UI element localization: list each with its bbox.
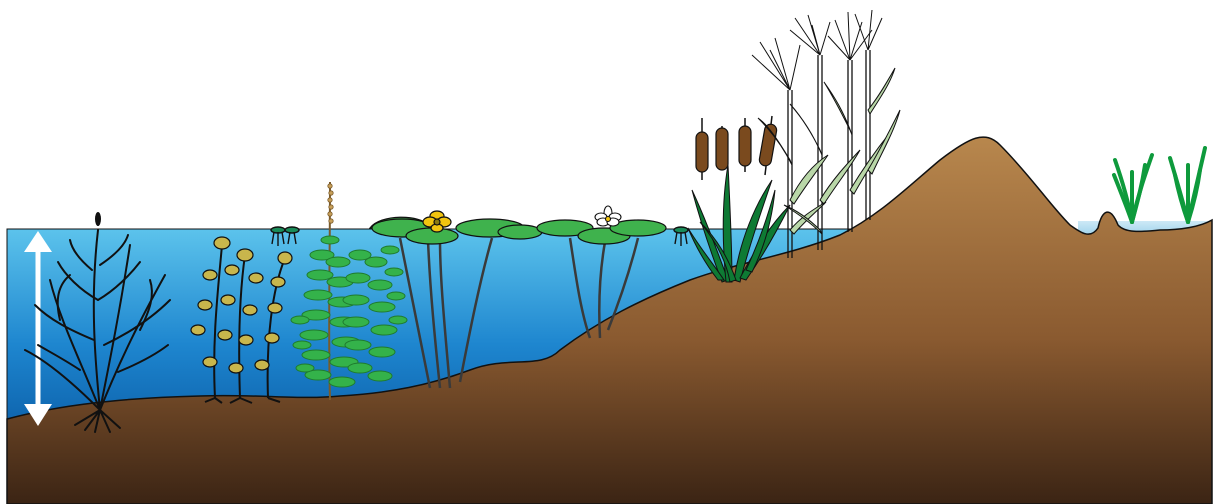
terrestrial-grass bbox=[1114, 148, 1205, 222]
flower-spike-icon bbox=[95, 212, 101, 226]
